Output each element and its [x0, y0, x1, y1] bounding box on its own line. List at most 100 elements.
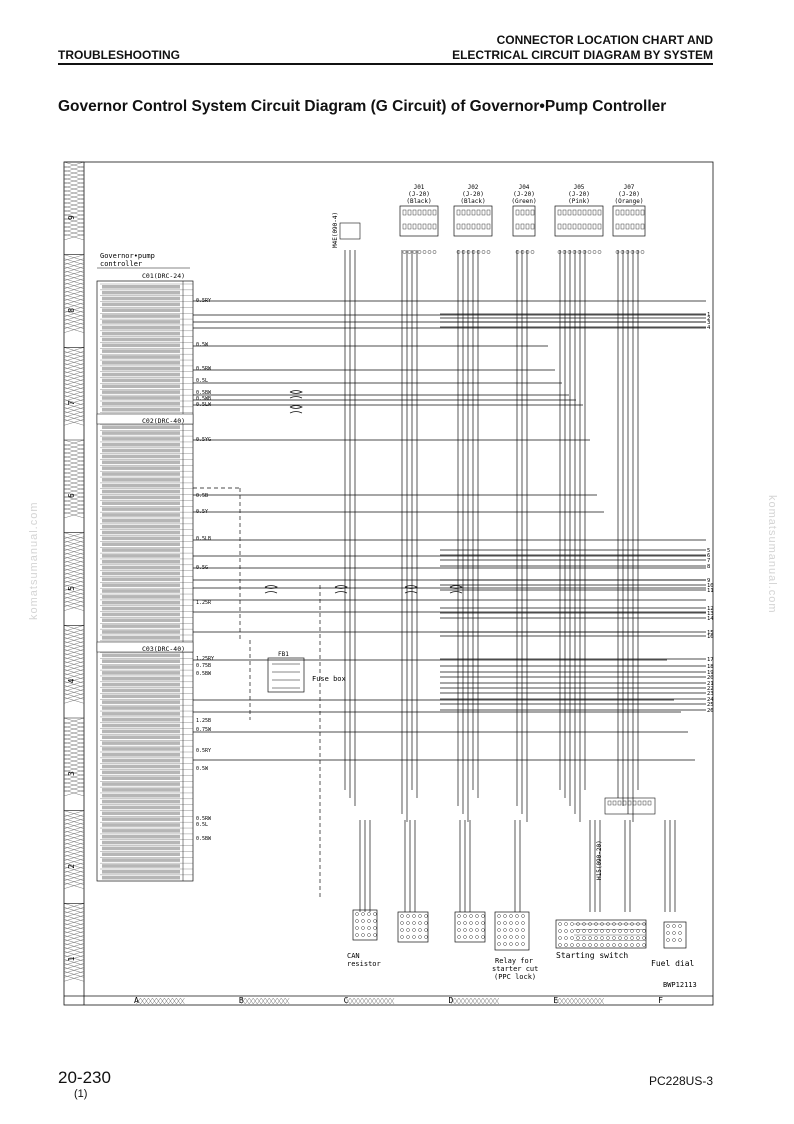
zone-hatch-line — [63, 975, 85, 982]
reference-number: 26 — [707, 708, 714, 714]
top-connector-pin — [625, 209, 630, 216]
top-connector-terminal — [476, 250, 481, 254]
connector-d01-pin — [406, 928, 410, 932]
reference-number: 14 — [707, 616, 714, 622]
top-connector-terminal — [530, 250, 535, 254]
zone-hatch-line — [63, 511, 85, 519]
wire-label: 0.5BW — [196, 671, 212, 677]
controller-row-text-mark — [102, 571, 180, 576]
controller-pin-table — [96, 280, 194, 882]
top-connector-pin — [432, 223, 437, 230]
zone-hatch-line — [160, 997, 165, 1005]
reference-number: 6 — [707, 553, 710, 559]
fuel-dial-connector-pin — [672, 924, 676, 928]
relay-connector-pin — [509, 928, 513, 932]
connector-d01-pin — [412, 928, 416, 932]
top-connector-terminal — [520, 250, 525, 254]
controller-row-text-mark — [102, 834, 180, 839]
controller-row-text-mark — [102, 864, 180, 868]
relay-connector-pin — [515, 928, 519, 932]
zone-hatch-line — [470, 997, 476, 1005]
connector-d01-pin — [418, 921, 422, 925]
footer-model: PC228US-3 — [648, 1074, 713, 1088]
zone-hatch — [450, 997, 500, 1005]
zone-hatch — [63, 347, 85, 426]
zone-hatch-line — [450, 997, 456, 1005]
top-connector-pin — [525, 223, 530, 230]
controller-row-text-mark — [102, 852, 180, 857]
starting-switch-connector-pin — [606, 929, 610, 933]
connector-d02-pin — [475, 914, 479, 918]
controller-row-text-mark — [102, 559, 180, 564]
zone-hatch-line — [265, 997, 270, 1005]
controller-row-text-mark — [102, 758, 180, 763]
can-resistor-connector-pin — [361, 919, 365, 923]
controller-row-text-mark — [102, 466, 180, 470]
controller-row-text-mark — [102, 285, 180, 289]
controller-row-text-mark — [102, 688, 180, 693]
wire-twist — [404, 585, 418, 594]
zone-hatch-line — [454, 997, 460, 1005]
zone-hatch-line — [152, 997, 157, 1005]
top-connector-pin — [635, 209, 640, 216]
zone-hatch-line — [559, 997, 564, 1005]
controller-row-text-mark — [102, 770, 180, 775]
reference-number: 18 — [707, 664, 714, 670]
reference-number: 23 — [707, 691, 714, 697]
zone-hatch-line — [563, 997, 568, 1005]
connector-m4e — [339, 222, 361, 240]
relay-connector-pin — [515, 914, 519, 918]
controller-row-text-mark — [102, 595, 180, 599]
controller-row-text-mark — [102, 554, 180, 558]
wire-label: 1.25RY — [196, 656, 214, 662]
top-connector-pin — [427, 223, 432, 230]
connector-d01-pin — [406, 921, 410, 925]
can-resistor-connector-pin — [373, 912, 377, 916]
top-connector-pin — [466, 223, 471, 230]
controller-section-gap — [96, 641, 194, 653]
top-connector-label: (Orange) — [615, 198, 644, 205]
zone-row-label: 5 — [67, 586, 76, 591]
controller-row-text-mark — [102, 811, 180, 816]
reference-number: 19 — [707, 670, 714, 676]
top-connector-pin — [407, 223, 412, 230]
top-connector-terminal — [587, 250, 592, 254]
top-connector-pin — [515, 209, 520, 216]
relay-connector-pin — [515, 935, 519, 939]
starting-switch-connector-pin — [582, 943, 586, 947]
zone-hatch — [345, 997, 395, 1005]
header-chapter-title: CONNECTOR LOCATION CHART AND ELECTRICAL … — [452, 33, 713, 63]
can-resistor-connector-pin — [373, 933, 377, 937]
starting-switch-connector-body — [555, 919, 647, 949]
controller-row-text-mark — [102, 659, 180, 663]
controller-row-text-mark — [102, 513, 180, 517]
connector-h15-pin — [607, 800, 612, 806]
zone-hatch-line — [458, 997, 464, 1005]
top-connector-pin — [577, 223, 582, 230]
reference-number: 25 — [707, 702, 714, 708]
controller-row-text-mark — [102, 747, 180, 751]
zone-hatch-line — [555, 997, 560, 1005]
top-connector-terminal — [461, 250, 466, 254]
starting-switch-connector-pin — [642, 929, 646, 933]
top-connector-body — [453, 205, 493, 237]
starting-switch-connector-pin — [630, 936, 634, 940]
starting-switch-connector-pin — [618, 929, 622, 933]
controller-row-text-mark — [102, 536, 180, 541]
connector-d02-body — [454, 911, 486, 943]
controller-row-text-mark — [102, 636, 180, 640]
wire-label: 0.5B — [196, 493, 208, 499]
can-resistor-connector-pin — [355, 933, 359, 937]
top-connector-terminal — [572, 250, 577, 254]
connector-h15-pin — [627, 800, 632, 806]
reference-number: 13 — [707, 611, 714, 617]
controller-row-text-mark — [102, 495, 180, 500]
controller-row-text-mark — [102, 384, 180, 389]
top-connector-label: (J-20) — [513, 191, 535, 198]
page-title: Governor Control System Circuit Diagram … — [58, 98, 667, 115]
top-connector-label: (J-20) — [408, 191, 430, 198]
connector-d02-pin — [481, 928, 485, 932]
controller-row-text-mark — [102, 606, 180, 611]
reference-number: 22 — [707, 686, 714, 692]
top-connector-pin — [597, 223, 602, 230]
